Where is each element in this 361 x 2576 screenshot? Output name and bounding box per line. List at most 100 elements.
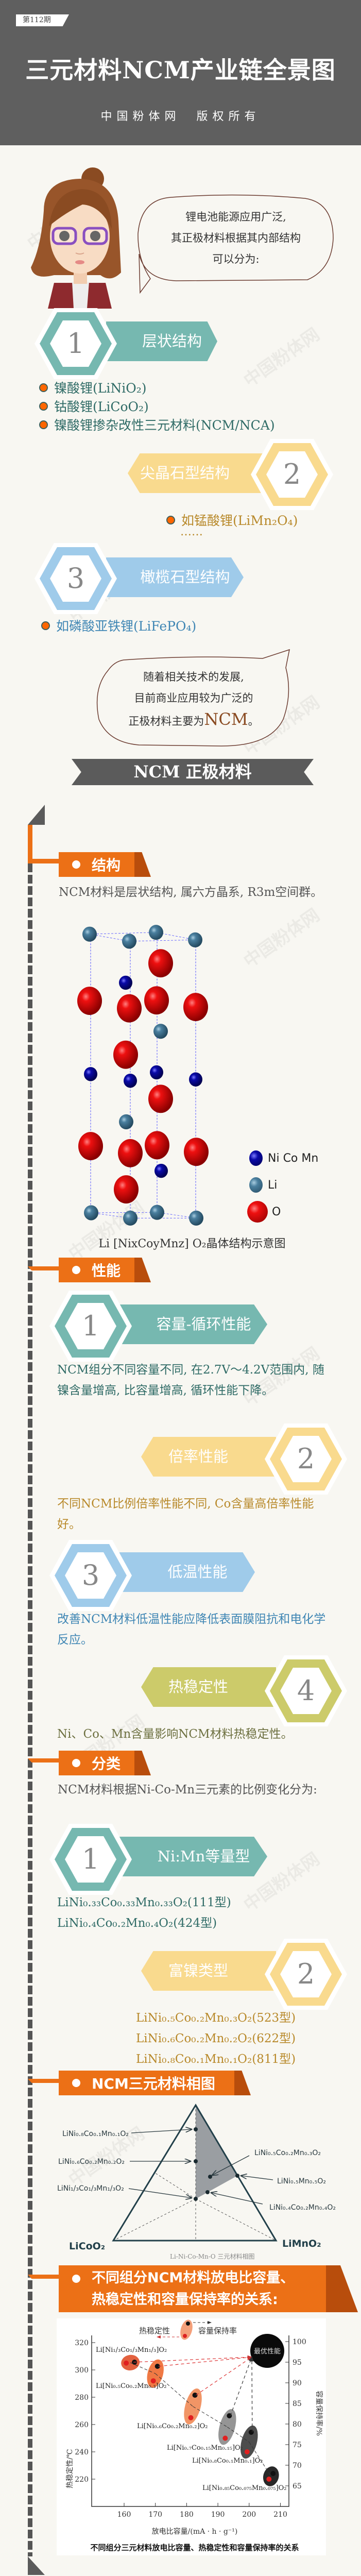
y-axis-right-label: 容量保持率/%	[315, 2391, 323, 2436]
li-atom	[150, 1205, 164, 1220]
y-right-tick-label: 90	[293, 2379, 302, 2387]
o-atom	[78, 1132, 103, 1160]
y-left-tick-label: 320	[75, 2339, 89, 2347]
nicomn-atom-icon	[249, 1150, 263, 1166]
rate-performance-text: 不同NCM比例倍率性能不同, Co含量高倍率性能好。	[57, 1497, 314, 1531]
crystal-legend: Ni Co Mn Li O	[247, 1145, 318, 1225]
phase-diagram: LiNi₀.₈Co₀.₁Mn₀.₁O₂ LiNi₀.₆Co₀.₂Mn₀.₂O₂ …	[57, 2104, 336, 2260]
y-left-tick-label: 300	[75, 2366, 89, 2375]
item-text: 如锰酸锂(LiMn₂O₄)	[181, 513, 298, 528]
li-atom-icon	[249, 1177, 263, 1193]
thermal-stability-banner: 热稳定性	[141, 1667, 276, 1707]
issue-badge: 第112期	[16, 14, 69, 26]
o-atom	[148, 949, 173, 978]
nicomn-atom	[84, 1067, 97, 1081]
o-atom	[118, 1139, 143, 1167]
intro-bubble-text: 锂电池能源应用广泛, 其正极材料根据其内部结构 可以分为:	[138, 207, 334, 270]
o-atom	[77, 987, 102, 1015]
y-right-tick-label: 85	[293, 2400, 302, 2408]
li-atom	[122, 934, 136, 949]
hex-number: 2	[283, 458, 301, 490]
trend-arrow	[133, 2355, 253, 2363]
formula-list: LiNi₀.₅Co₀.₂Mn₀.₃O₂(523型) LiNi₀.₆Co₀.₂Mn…	[136, 2008, 352, 2070]
y-right-tick-label: 65	[293, 2482, 302, 2490]
item-text: 镍酸锂(LiNiO₂)	[54, 381, 147, 396]
tab-label: 不同组分NCM材料放电比容量、	[92, 2270, 295, 2286]
legend-item: Li	[247, 1172, 318, 1198]
item-text: 如磷酸亚铁锂(LiFePO₄)	[56, 619, 197, 634]
trend-line	[155, 2373, 193, 2407]
item-text: 镍酸锂掺杂改性三元材料(NCM/NCA)	[54, 418, 275, 433]
nicomn-atom	[119, 975, 132, 990]
hex-number-badge: 2	[265, 1423, 347, 1495]
hex-number: 3	[66, 562, 85, 595]
trend-arrow	[230, 2356, 252, 2416]
hex-number: 3	[81, 1559, 100, 1591]
ellipsis: ……	[180, 526, 203, 538]
bullet-icon	[39, 401, 48, 411]
composition-label: Li[Ni₀.₈₅Co₀.₀₇₅Mn₀.₀₇₅]O₂	[202, 2484, 287, 2492]
legend-item: Ni Co Mn	[247, 1145, 318, 1172]
hex-number: 1	[66, 327, 85, 360]
speech-bubble	[96, 649, 290, 747]
nicomn-atom	[189, 1072, 202, 1087]
thermal-point	[244, 2449, 250, 2454]
x-tick-label: 160	[117, 2511, 131, 2519]
bullet-icon	[39, 420, 48, 429]
section-tab-relation: 不同组分NCM材料放电比容量、热稳定性和容量保持率的关系:	[59, 2265, 326, 2312]
formula-list: LiNi₀.₃₃Co₀.₃₃Mn₀.₃₃O₂(111型) LiNi₀.₄Co₀.…	[57, 1892, 328, 1934]
o-atom	[183, 993, 208, 1021]
hex-number-badge: 2	[265, 1939, 347, 2010]
x-tick-label: 190	[211, 2511, 225, 2519]
composition-label: Li[Ni₁/₃Co₁/₃Mn₁/₃]O₂	[96, 2346, 167, 2354]
phase-point-label: LiNi₀.₆Co₀.₂Mn₀.₂O₂	[58, 2158, 125, 2166]
y-left-tick-label: 260	[75, 2421, 89, 2429]
thermal-point	[150, 2378, 156, 2384]
li-atom	[84, 1205, 98, 1221]
timeline-connector	[28, 1266, 60, 1270]
hexagon-shape	[251, 439, 333, 510]
bubble-text: 。	[248, 715, 259, 727]
section-ribbon: NCM 正极材料	[72, 759, 314, 785]
timeline-line	[28, 863, 32, 2556]
o-atom	[144, 986, 169, 1015]
vertex-label-limno2: LiMnO₂	[282, 2238, 321, 2249]
composition-marker	[263, 2466, 279, 2486]
hex-number: 1	[81, 1843, 100, 1875]
phase-point-label: LiNi₀.₅Co₀.₂Mn₀.₃O₂	[254, 2149, 321, 2157]
formula: LiNi₀.₈Co₀.₁Mn₀.₁O₂(811型)	[136, 2053, 296, 2066]
bubble-line: 正极材料主要为NCM。	[96, 709, 291, 732]
li-atom	[189, 1210, 203, 1226]
phase-point-label: LiNi₁/₃Co₁/₃Mn₁/₃O₂	[57, 2184, 124, 2193]
legend-item: O	[247, 1198, 318, 1225]
hex-number-badge: 1	[49, 1291, 132, 1362]
retention-point	[192, 2393, 198, 2398]
timeline-bottom-cap	[28, 2556, 45, 2575]
trend-arrow	[196, 2357, 252, 2396]
hex-number-badge: 1	[49, 1824, 132, 1895]
ni-rich-region	[196, 2105, 237, 2199]
capacity-cycle-text: NCM组分不同容量不同, 在2.7V～4.2V范围内, 随镍含量增高, 比容量增…	[57, 1363, 324, 1397]
bubble-line: 可以分为:	[212, 253, 260, 265]
section-tab-performance: 性能	[59, 1258, 135, 1282]
bubble-text: 正极材料主要为	[128, 715, 204, 727]
hexagon-shape	[49, 1291, 132, 1362]
bubble-line: 目前商业应用较为广泛的	[134, 692, 253, 704]
tab-label: 结构	[92, 857, 121, 874]
hexagon-shape	[49, 1824, 132, 1895]
tab-label: 热稳定性和容量保持率的关系:	[92, 2292, 278, 2308]
summary-bubble-text: 随着相关技术的发展, 目前商业应用较为广泛的 正极材料主要为NCM。	[96, 667, 291, 732]
retention-point	[154, 2364, 160, 2369]
li-atom	[119, 1114, 133, 1129]
timeline-connector	[28, 2079, 60, 2083]
li-atom	[188, 932, 202, 947]
bubble-line: 锂电池能源应用广泛,	[185, 211, 286, 223]
bullet-icon	[39, 383, 48, 392]
hex-number: 2	[297, 1958, 315, 1990]
best-performance-marker	[250, 2334, 284, 2368]
hex-number-badge: 1	[35, 308, 117, 379]
trend-line	[227, 2427, 250, 2443]
speech-bubble	[137, 194, 334, 294]
